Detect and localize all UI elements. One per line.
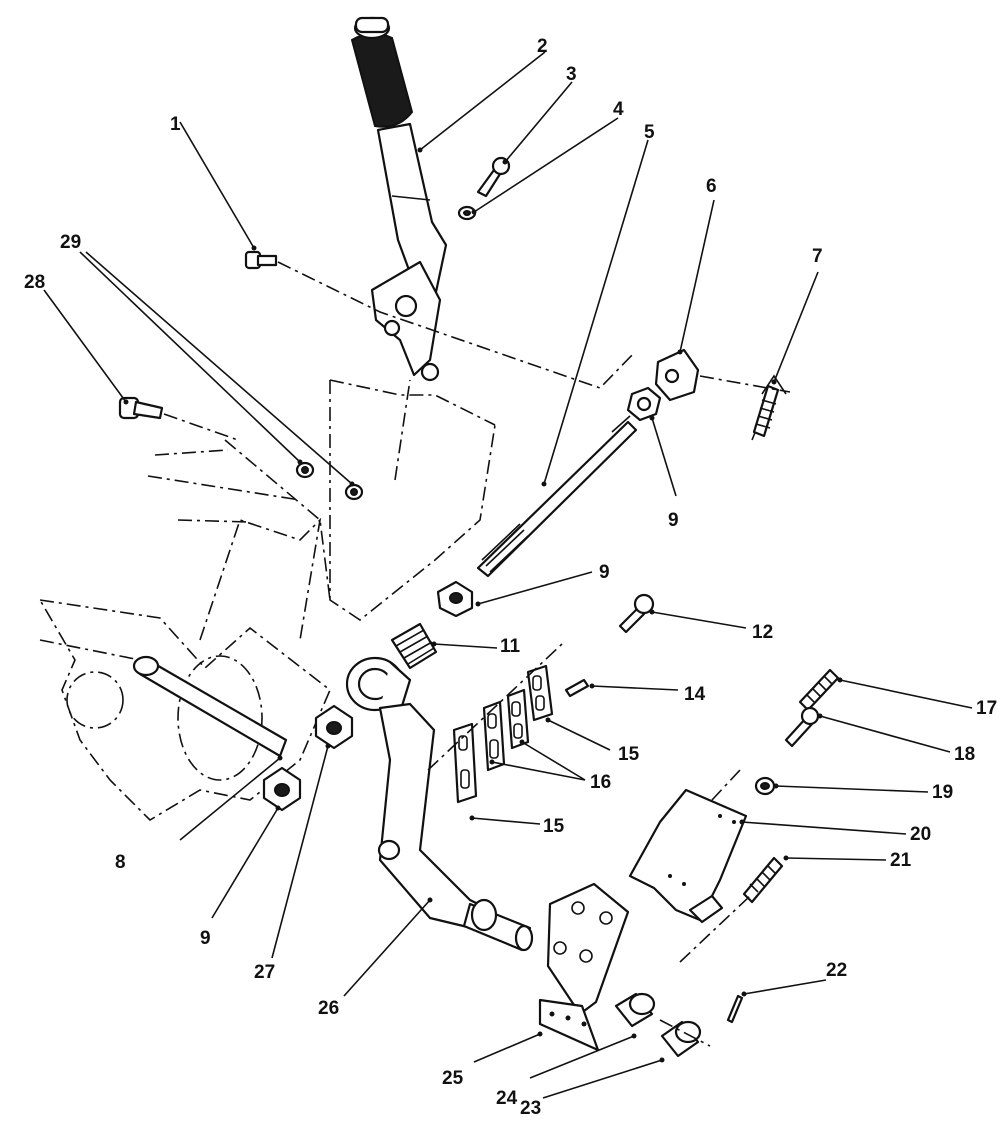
cotter-pin-22 bbox=[726, 994, 744, 1024]
callout-12: 12 bbox=[752, 622, 773, 643]
leader-lines bbox=[43, 51, 973, 1099]
bushing-23 bbox=[659, 1019, 711, 1058]
callout-29: 29 bbox=[60, 232, 81, 253]
callout-7: 7 bbox=[812, 246, 823, 267]
callout-25: 25 bbox=[442, 1068, 464, 1089]
collar-bushing bbox=[345, 656, 412, 712]
compression-spring-11 bbox=[390, 622, 438, 670]
adjuster-plates bbox=[427, 643, 563, 804]
callout-8: 8 bbox=[115, 852, 126, 873]
callout-14: 14 bbox=[684, 684, 706, 705]
callout-9-upper: 9 bbox=[668, 510, 679, 531]
callout-26: 26 bbox=[318, 998, 339, 1019]
callout-27: 27 bbox=[254, 962, 275, 983]
spring-21 bbox=[679, 856, 784, 963]
callout-15-lower: 15 bbox=[543, 816, 565, 837]
bushing-24 bbox=[614, 992, 656, 1028]
callout-4: 4 bbox=[613, 99, 624, 120]
callout-3: 3 bbox=[566, 64, 577, 85]
pivot-shaft-8 bbox=[132, 655, 288, 758]
callout-24: 24 bbox=[496, 1088, 518, 1109]
nut-27 bbox=[314, 704, 354, 750]
pin-14 bbox=[564, 678, 590, 698]
bolt-1 bbox=[244, 250, 636, 389]
bolt-28 bbox=[118, 396, 239, 441]
nut-9-middle bbox=[436, 580, 474, 618]
callout-5: 5 bbox=[644, 122, 655, 143]
callout-9-middle: 9 bbox=[599, 562, 610, 583]
pedal-bracket-20 bbox=[628, 769, 748, 924]
nuts-29 bbox=[295, 461, 364, 501]
spring-7 bbox=[699, 374, 791, 441]
brake-pedal-25 bbox=[538, 882, 630, 1052]
callout-21: 21 bbox=[890, 850, 912, 871]
nut-9-upper bbox=[626, 386, 662, 422]
hand-lever bbox=[350, 16, 448, 382]
nut-9-lower bbox=[262, 766, 302, 812]
callout-16: 16 bbox=[590, 772, 611, 793]
callout-15-upper: 15 bbox=[618, 744, 640, 765]
bolt-3 bbox=[476, 156, 511, 198]
callout-11: 11 bbox=[500, 636, 521, 657]
brake-lever-arm-26 bbox=[377, 702, 534, 952]
callout-18: 18 bbox=[954, 744, 975, 765]
bolt-18 bbox=[784, 706, 820, 748]
washer-19 bbox=[754, 776, 776, 796]
callout-23: 23 bbox=[520, 1098, 541, 1119]
callout-19: 19 bbox=[932, 782, 953, 803]
callout-2: 2 bbox=[537, 36, 548, 57]
spring-17 bbox=[798, 668, 840, 712]
callout-28: 28 bbox=[24, 272, 45, 293]
callout-1: 1 bbox=[170, 114, 181, 135]
callout-9-lower: 9 bbox=[200, 928, 211, 949]
clevis-6 bbox=[654, 348, 700, 402]
bolt-12 bbox=[618, 593, 655, 634]
threaded-rod-5 bbox=[476, 415, 638, 578]
callout-6: 6 bbox=[706, 176, 717, 197]
chassis-frame bbox=[38, 379, 496, 822]
callout-17: 17 bbox=[976, 698, 997, 719]
callout-20: 20 bbox=[910, 824, 931, 845]
callout-22: 22 bbox=[826, 960, 847, 981]
callout-labels: 1 2 3 4 5 6 7 8 9 9 9 11 12 14 15 15 16 … bbox=[24, 36, 997, 1119]
